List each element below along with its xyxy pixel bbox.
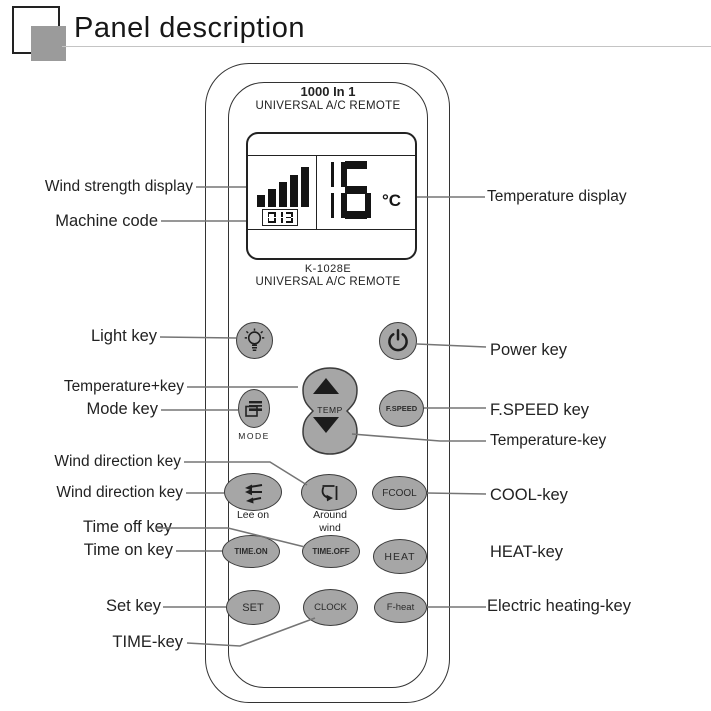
callout-light-key: Light key xyxy=(90,327,157,345)
callout-time-off-key: Time off key xyxy=(83,518,172,536)
mode-icon xyxy=(245,400,262,417)
callout-power-key: Power key xyxy=(490,341,568,359)
light-bulb-icon xyxy=(244,328,265,352)
brand-line-1: 1000 In 1 xyxy=(300,84,356,99)
temp-rocker-button[interactable]: TEMP xyxy=(296,361,364,461)
callout-set-key: Set key xyxy=(105,597,161,615)
electric-heat-button[interactable]: F-heat xyxy=(374,592,427,623)
time-off-button[interactable]: TIME.OFF xyxy=(302,535,360,568)
header-divider xyxy=(62,46,711,47)
wind-direction-arrows-icon xyxy=(245,484,263,504)
lcd-vertical-divider xyxy=(316,155,317,230)
lcd-bottom-divider xyxy=(248,229,415,230)
callout-time-on-key: Time on key xyxy=(83,541,173,559)
lcd-display: °C xyxy=(246,132,417,260)
fspeed-button[interactable]: F.SPEED xyxy=(379,390,424,427)
callout-temperature-plus-key: Temperature+key xyxy=(63,378,184,395)
clock-button[interactable]: CLOCK xyxy=(303,589,358,626)
callout-wind-direction-key-2: Wind direction key xyxy=(56,484,183,501)
callout-wind-strength-display: Wind strength display xyxy=(44,178,193,195)
lcd-top-divider xyxy=(248,155,415,156)
callout-time-key: TIME-key xyxy=(112,633,183,651)
callout-cool-key: COOL-key xyxy=(490,486,568,504)
callout-fspeed-key: F.SPEED key xyxy=(490,401,590,419)
time-on-button[interactable]: TIME.ON xyxy=(222,535,280,568)
wind-direction-button[interactable] xyxy=(224,473,282,511)
light-button[interactable] xyxy=(236,322,273,359)
callout-temperature-display: Temperature display xyxy=(487,188,627,205)
temp-rocker-label: TEMP xyxy=(317,405,343,415)
model-code: K-1028E xyxy=(304,263,352,275)
model-subtitle: UNIVERSAL A/C REMOTE xyxy=(255,276,401,288)
brand-line-2: UNIVERSAL A/C REMOTE xyxy=(255,100,401,112)
mode-button[interactable] xyxy=(238,389,270,428)
power-icon xyxy=(388,328,408,352)
around-wind-button[interactable] xyxy=(301,474,357,511)
callout-mode-key: Mode key xyxy=(86,400,158,418)
heat-button[interactable]: HEAT xyxy=(373,539,427,574)
callout-heat-key: HEAT-key xyxy=(490,543,564,561)
temperature-unit: °C xyxy=(382,191,402,210)
around-wind-button-label: Around wind xyxy=(313,509,347,534)
cool-button[interactable]: FCOOL xyxy=(372,476,427,510)
callout-electric-heating-key: Electric heating-key xyxy=(487,597,631,615)
callout-temperature-minus-key: Temperature-key xyxy=(490,432,607,449)
power-button[interactable] xyxy=(379,322,417,360)
wind-direction-button-label: Lee on xyxy=(236,509,270,521)
temperature-value xyxy=(322,161,371,219)
callout-machine-code: Machine code xyxy=(55,212,158,230)
set-button[interactable]: SET xyxy=(226,590,280,625)
machine-code-value xyxy=(267,212,293,223)
temp-down-button triangle-down-icon[interactable] xyxy=(313,417,339,433)
callout-wind-direction-key-1: Wind direction key xyxy=(54,453,181,470)
mode-button-label: MODE xyxy=(238,431,270,441)
wind-strength-bars xyxy=(257,161,313,207)
page-title: Panel description xyxy=(74,12,305,44)
temp-up-button triangle-up-icon[interactable] xyxy=(313,378,339,394)
header-gray-square xyxy=(31,26,66,61)
around-wind-arrow-icon xyxy=(321,484,338,501)
machine-code-box xyxy=(262,209,298,226)
